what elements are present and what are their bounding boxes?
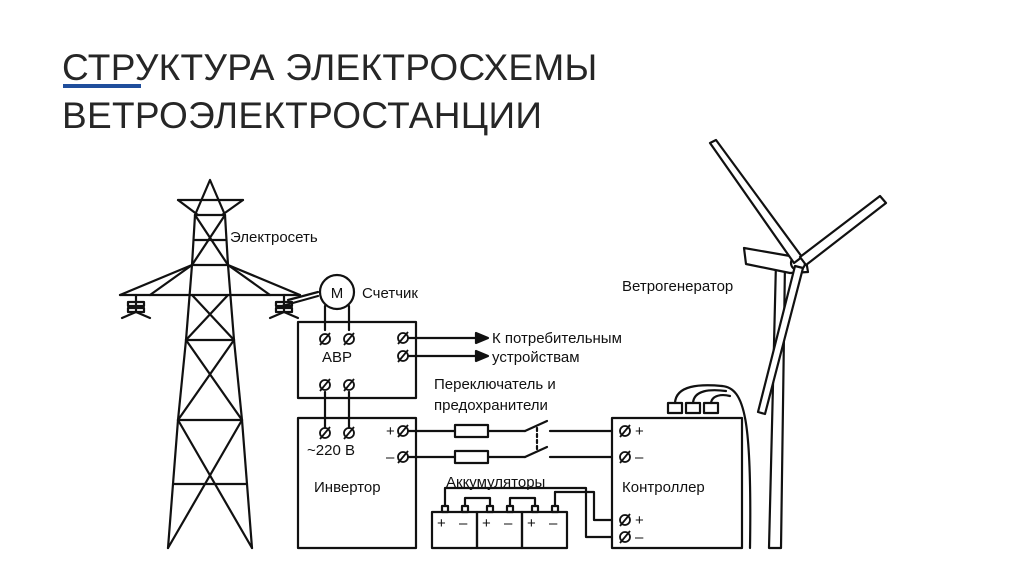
transmission-tower-icon — [118, 178, 302, 550]
consumers-label-line-2: устройствам — [492, 349, 580, 366]
inverter-minus-mark: – — [386, 449, 395, 466]
meter-symbol: M — [331, 285, 344, 302]
wind-generator-label: Ветрогенератор — [622, 278, 733, 295]
controller-label: Контроллер — [622, 479, 705, 496]
controller-minus-mark-1: – — [635, 449, 644, 466]
battery-1-plus: + — [437, 515, 446, 532]
power-grid-label: Электросеть — [230, 229, 318, 246]
battery-1-minus: – — [459, 515, 468, 532]
title-line-1: СТРУКТУРА ЭЛЕКТРОСХЕМЫ — [62, 47, 598, 88]
battery-3-minus: – — [549, 515, 558, 532]
title-accent-bar — [63, 84, 141, 88]
controller-plus-mark-2: + — [635, 512, 644, 529]
wind-turbine-icon — [708, 138, 888, 550]
consumers-label-line-1: К потребительным — [492, 330, 622, 347]
battery-2-plus: + — [482, 515, 491, 532]
avr-label: АВР — [322, 349, 352, 366]
avr-box — [296, 320, 418, 400]
controller-minus-mark-2: – — [635, 529, 644, 546]
meter-icon — [318, 273, 356, 311]
title-line-2: ВЕТРОЭЛЕКТРОСТАНЦИИ — [62, 95, 543, 136]
battery-3-plus: + — [527, 515, 536, 532]
inverter-voltage-label: ~220 В — [307, 442, 355, 459]
controller-box — [610, 416, 744, 550]
inverter-plus-mark: + — [386, 423, 395, 440]
inverter-label: Инвертор — [314, 479, 381, 496]
switch-label-line-1: Переключатель и — [434, 376, 556, 393]
page-title: СТРУКТУРА ЭЛЕКТРОСХЕМЫ ВЕТРОЭЛЕКТРОСТАНЦ… — [62, 44, 598, 140]
battery-2-minus: – — [504, 515, 513, 532]
inverter-box — [296, 416, 418, 550]
controller-plus-mark-1: + — [635, 423, 644, 440]
batteries-label: Аккумуляторы — [446, 474, 545, 491]
switch-label-line-2: предохранители — [434, 397, 548, 414]
meter-label: Счетчик — [362, 285, 418, 302]
battery-bank-icon — [430, 490, 569, 550]
cable-insulators-icon — [666, 384, 732, 415]
